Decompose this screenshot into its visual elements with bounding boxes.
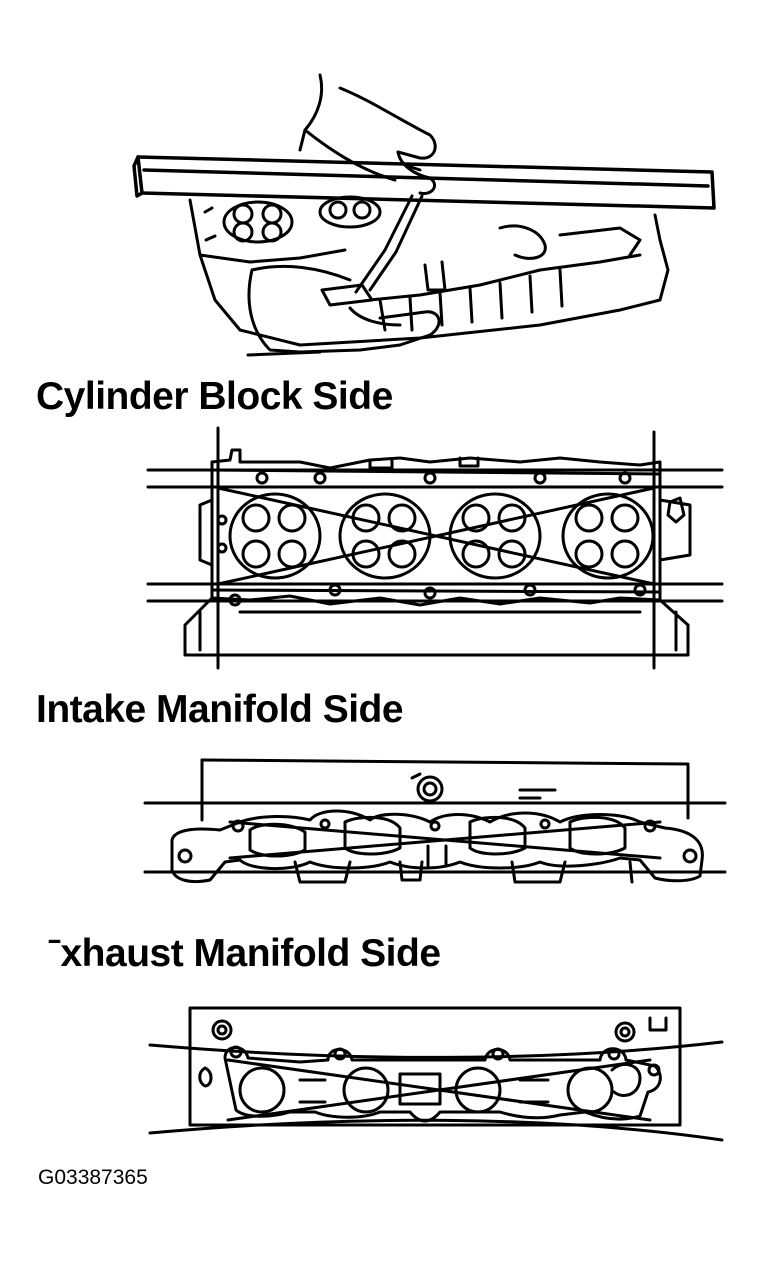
hand-on-straightedge: [298, 73, 437, 195]
exhaust-manifold-side-label: ˉxhaust Manifold Side: [48, 932, 441, 975]
cylinder-head-body: [188, 195, 670, 347]
chamber-2: [338, 492, 432, 580]
cylinder-block-side-diagram: [146, 426, 724, 670]
intake-manifold-side-diagram: [143, 758, 727, 884]
exhaust-manifold-side-diagram: [148, 1006, 724, 1142]
measurement-lines: [146, 426, 724, 670]
combustion-chambers: [228, 492, 655, 580]
feeler-gauge-and-hand: [246, 194, 441, 357]
intake-measurement-lines: [143, 801, 727, 874]
figure-code: G03387365: [38, 1166, 148, 1189]
chamber-3: [448, 492, 542, 580]
exhaust-measurement-lines: [148, 1040, 724, 1142]
chamber-1: [228, 492, 322, 580]
straightedge: [132, 155, 716, 210]
cylinder-head-deck-outline: [183, 448, 692, 657]
straightedge-check-illustration: [132, 73, 716, 357]
cylinder-block-side-label: Cylinder Block Side: [36, 375, 393, 418]
intake-side-outline: [170, 758, 704, 884]
intake-manifold-side-label: Intake Manifold Side: [36, 688, 404, 731]
